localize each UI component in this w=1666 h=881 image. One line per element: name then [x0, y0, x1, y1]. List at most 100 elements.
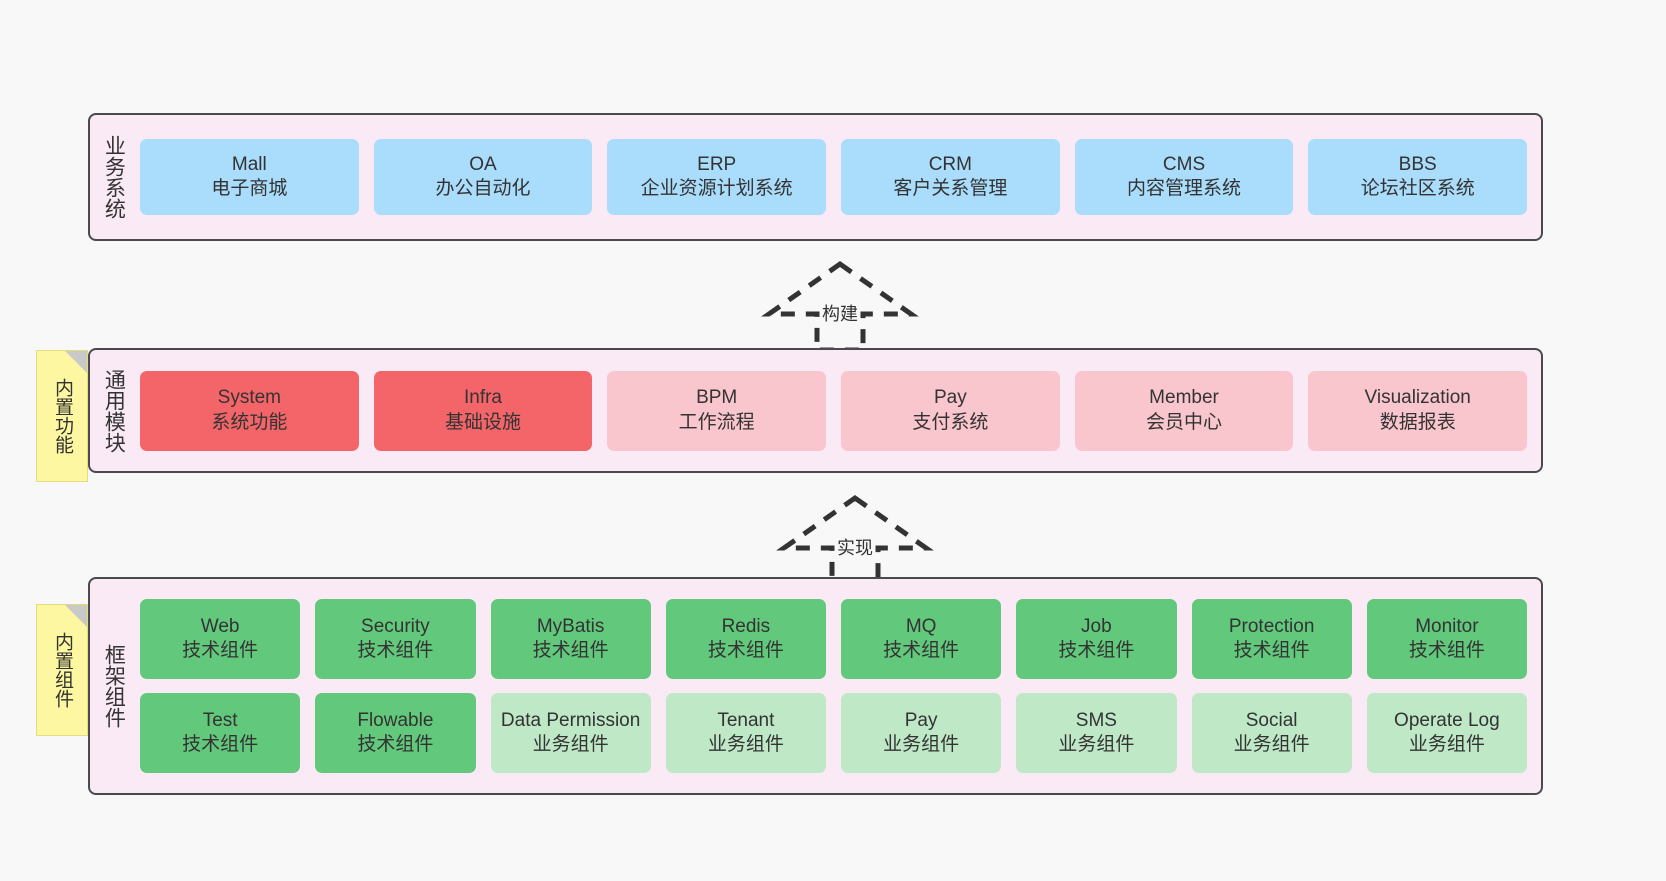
- chip-system[interactable]: System 系统功能: [140, 370, 359, 451]
- chip-social[interactable]: Social 业务组件: [1191, 693, 1352, 773]
- chip-title: Pay: [933, 387, 967, 409]
- chip-erp[interactable]: ERP 企业资源计划系统: [607, 139, 827, 215]
- chip-title: SMS: [1075, 709, 1117, 731]
- chip-title: Social: [1245, 709, 1298, 731]
- chip-crm[interactable]: CRM 客户关系管理: [841, 139, 1060, 215]
- chip-subtitle: 工作流程: [678, 411, 755, 433]
- chip-visualization[interactable]: Visualization 数据报表: [1308, 370, 1528, 451]
- chip-subtitle: 基础设施: [445, 411, 522, 433]
- chip-title: CRM: [928, 153, 972, 175]
- chip-subtitle: 技术组件: [883, 640, 960, 661]
- layer-business-systems-body: Mall 电子商城 OA 办公自动化 ERP 企业资源计划系统 CRM 客户关系…: [136, 115, 1541, 239]
- chip-title: Flowable: [357, 709, 434, 731]
- chip-subtitle: 电子商城: [211, 178, 288, 199]
- chip-subtitle: 技术组件: [1408, 640, 1485, 661]
- chip-mybatis[interactable]: MyBatis 技术组件: [490, 599, 651, 679]
- chip-subtitle: 系统功能: [211, 411, 288, 433]
- chip-redis[interactable]: Redis 技术组件: [665, 599, 826, 679]
- chip-pay-biz[interactable]: Pay 业务组件: [841, 693, 1002, 773]
- chip-row: Test 技术组件 Flowable 技术组件 Data Permission …: [140, 693, 1527, 773]
- chip-title: Member: [1149, 387, 1219, 409]
- chip-subtitle: 会员中心: [1146, 411, 1223, 433]
- chip-pay[interactable]: Pay 支付系统: [841, 370, 1060, 451]
- connector-implement-arrow: 实现: [775, 492, 935, 588]
- chip-web[interactable]: Web 技术组件: [140, 599, 301, 679]
- layer-framework-components-title: 框架组件: [102, 644, 126, 728]
- chip-title: Protection: [1228, 615, 1315, 637]
- chip-flowable[interactable]: Flowable 技术组件: [315, 693, 476, 773]
- chip-title: Operate Log: [1394, 709, 1500, 731]
- chip-tenant[interactable]: Tenant 业务组件: [665, 693, 826, 773]
- chip-monitor[interactable]: Monitor 技术组件: [1366, 599, 1527, 679]
- chip-subtitle: 办公自动化: [435, 178, 531, 199]
- chip-subtitle: 技术组件: [707, 640, 784, 661]
- chip-title: MyBatis: [536, 615, 605, 637]
- chip-subtitle: 技术组件: [1058, 640, 1135, 661]
- chip-protection[interactable]: Protection 技术组件: [1191, 599, 1352, 679]
- chip-row: System 系统功能 Infra 基础设施 BPM 工作流程 Pay 支付系统…: [140, 370, 1528, 451]
- chip-operate-log[interactable]: Operate Log 业务组件: [1366, 693, 1527, 773]
- chip-cms[interactable]: CMS 内容管理系统: [1074, 139, 1294, 215]
- layer-common-modules-body: System 系统功能 Infra 基础设施 BPM 工作流程 Pay 支付系统…: [136, 350, 1541, 471]
- chip-subtitle: 技术组件: [532, 640, 609, 661]
- chip-subtitle: 业务组件: [532, 734, 609, 755]
- chip-title: MQ: [905, 615, 937, 637]
- chip-subtitle: 技术组件: [357, 640, 434, 661]
- chip-subtitle: 技术组件: [182, 640, 259, 661]
- chip-subtitle: 客户关系管理: [893, 178, 1008, 199]
- chip-subtitle: 业务组件: [883, 734, 960, 755]
- layer-framework-components-body: Web 技术组件 Security 技术组件 MyBatis 技术组件 Redi…: [136, 579, 1541, 793]
- layer-common-modules: 通用模块 System 系统功能 Infra 基础设施 BPM 工作流程 Pay…: [88, 348, 1543, 473]
- chip-security[interactable]: Security 技术组件: [315, 599, 476, 679]
- chip-title: Test: [202, 709, 238, 731]
- chip-mq[interactable]: MQ 技术组件: [841, 599, 1002, 679]
- chip-title: Visualization: [1364, 387, 1471, 409]
- chip-subtitle: 支付系统: [912, 411, 989, 433]
- chip-row: Mall 电子商城 OA 办公自动化 ERP 企业资源计划系统 CRM 客户关系…: [140, 139, 1528, 215]
- chip-title: Data Permission: [500, 709, 641, 731]
- chip-title: Monitor: [1415, 615, 1479, 637]
- chip-title: Tenant: [717, 709, 775, 731]
- layer-common-modules-title: 通用模块: [102, 368, 126, 453]
- chip-subtitle: 业务组件: [1058, 734, 1135, 755]
- chip-title: Job: [1081, 615, 1112, 637]
- chip-title: BBS: [1398, 153, 1437, 175]
- chip-mall[interactable]: Mall 电子商城: [140, 139, 359, 215]
- chip-row: Web 技术组件 Security 技术组件 MyBatis 技术组件 Redi…: [140, 599, 1527, 679]
- chip-infra[interactable]: Infra 基础设施: [373, 370, 593, 451]
- chip-title: System: [217, 387, 282, 409]
- chip-data-permission[interactable]: Data Permission 业务组件: [490, 693, 651, 773]
- chip-title: ERP: [697, 153, 737, 175]
- sticky-note-builtin-features: 内置功能: [36, 350, 88, 482]
- layer-framework-components: 框架组件 Web 技术组件 Security 技术组件 MyBatis 技术组件…: [88, 577, 1543, 795]
- chip-subtitle: 论坛社区系统: [1360, 178, 1475, 199]
- chip-member[interactable]: Member 会员中心: [1074, 370, 1294, 451]
- chip-title: CMS: [1162, 153, 1206, 175]
- chip-subtitle: 技术组件: [1233, 640, 1310, 661]
- chip-title: Web: [200, 615, 240, 637]
- chip-title: Infra: [463, 387, 503, 409]
- chip-title: BPM: [696, 387, 738, 409]
- chip-subtitle: 内容管理系统: [1127, 178, 1242, 199]
- layer-business-systems-title: 业务系统: [102, 135, 126, 219]
- chip-subtitle: 数据报表: [1379, 411, 1456, 433]
- chip-subtitle: 业务组件: [1408, 734, 1485, 755]
- chip-bpm[interactable]: BPM 工作流程: [607, 370, 827, 451]
- sticky-note-label: 内置组件: [51, 632, 73, 708]
- chip-sms[interactable]: SMS 业务组件: [1016, 693, 1177, 773]
- chip-test[interactable]: Test 技术组件: [140, 693, 301, 773]
- layer-business-systems: 业务系统 Mall 电子商城 OA 办公自动化 ERP 企业资源计划系统 CRM…: [88, 113, 1543, 241]
- chip-title: Redis: [721, 615, 771, 637]
- chip-bbs[interactable]: BBS 论坛社区系统: [1308, 139, 1528, 215]
- chip-oa[interactable]: OA 办公自动化: [373, 139, 593, 215]
- chip-subtitle: 业务组件: [1233, 734, 1310, 755]
- chip-title: Mall: [231, 153, 267, 175]
- chip-title: Pay: [904, 709, 938, 731]
- sticky-note-builtin-components: 内置组件: [36, 604, 88, 736]
- sticky-note-label: 内置功能: [51, 378, 73, 454]
- chip-subtitle: 技术组件: [357, 734, 434, 755]
- chip-job[interactable]: Job 技术组件: [1016, 599, 1177, 679]
- chip-title: Security: [361, 615, 430, 637]
- chip-title: OA: [469, 153, 497, 175]
